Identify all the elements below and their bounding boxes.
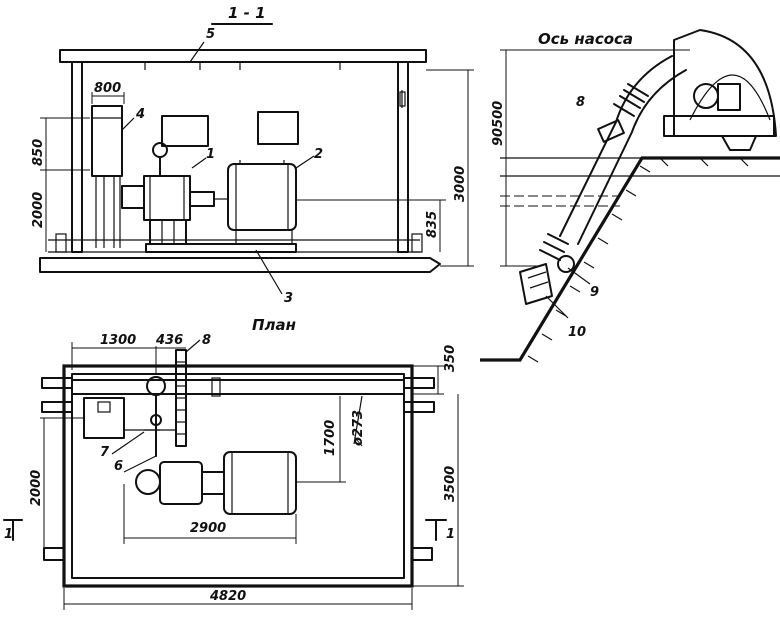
dim-800: 800 [94,81,121,96]
column-right [397,61,409,253]
plan-coupling [201,471,225,495]
part-number-3: 3 [284,291,293,306]
part-number-8-slope: 8 [576,95,585,110]
float [557,255,575,273]
plan-title: План [252,316,296,334]
dim-3000: 3000 [453,166,468,202]
dim-1700: 1700 [323,420,338,456]
plan-pump [159,461,203,505]
pump [143,175,191,221]
plan-pump-volute [135,469,161,495]
pump-frame [145,243,297,253]
roof-beam [59,49,427,63]
part-number-7: 7 [100,445,110,460]
dim-273: ø273 [351,410,366,447]
dim-350: 350 [443,345,458,372]
part-number-10: 10 [568,325,586,340]
section-title: 1 - 1 [228,4,266,22]
dim-850: 850 [31,139,46,166]
electric-motor [227,163,297,231]
pump-house-pump [693,83,719,109]
lower-hose-coils [539,233,569,261]
plan-motor [223,451,297,515]
part-number-6: 6 [114,459,123,474]
dim-436: 436 [155,333,183,348]
hose-coils [613,83,649,117]
dim-2000-plan: 2000 [29,470,44,506]
part-number-4: 4 [135,107,145,122]
suction-hose [559,55,673,237]
dim-2000: 2000 [31,192,46,228]
coupling [189,191,215,207]
dim-90500: 90500 [491,101,506,146]
slope-view: Ось насоса 90500 [480,29,780,363]
pipe-joint [597,119,625,143]
dim-835: 835 [425,211,440,238]
bank-hatching [527,157,749,363]
part-number-9: 9 [590,285,599,300]
control-panel-2 [257,111,299,145]
column-left [71,61,83,253]
vacuum-unit [91,105,123,177]
plan-view: План [3,316,464,610]
dim-1300: 1300 [100,333,136,348]
plan-vacuum-unit [83,397,125,439]
dim-4820: 4820 [209,589,246,604]
part-number-5: 5 [206,27,215,42]
plan-frame-outer [62,364,414,588]
control-panel-1 [161,115,209,147]
section-mark-left: 1 [4,527,13,542]
dim-3500: 3500 [443,466,458,502]
part-number-1: 1 [206,147,215,162]
dim-2900: 2900 [190,521,226,536]
part-number-2: 2 [314,147,323,162]
base-skid [39,257,441,273]
plan-frame-inner [71,373,405,579]
part-number-8-plan: 8 [202,333,211,348]
intake-strainer [519,263,553,305]
river-bank [480,156,780,362]
elevation-view: 1 - 1 [31,4,474,306]
pump-valve-handwheel [152,142,168,158]
plan-pipe-rungs [176,361,186,435]
pump-axis-label: Ось насоса [538,30,633,48]
section-mark-right: 1 [446,527,455,542]
